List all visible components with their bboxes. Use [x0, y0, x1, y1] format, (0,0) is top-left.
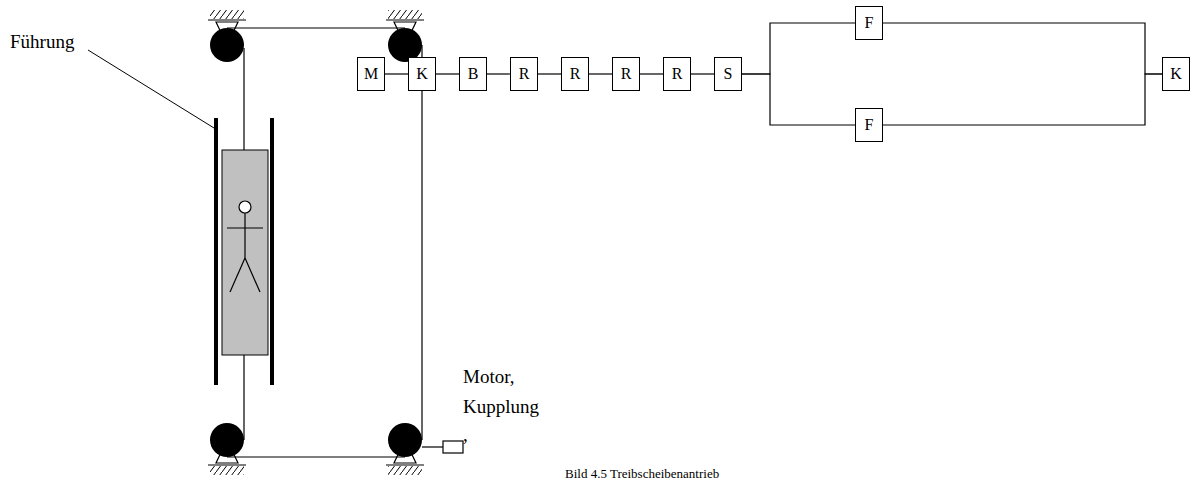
block-letter: K: [416, 66, 428, 82]
connector-line: [883, 74, 1162, 125]
part-label: ,: [463, 420, 483, 450]
connector-line: [538, 74, 561, 75]
connector-line: [589, 74, 612, 75]
block-box: B: [459, 57, 487, 91]
connector-line: [691, 74, 714, 75]
block-box: R: [510, 57, 538, 91]
pulley: [210, 28, 422, 457]
connector-line: [640, 74, 663, 75]
block-box: M: [357, 57, 385, 91]
elevator-car: [222, 150, 268, 355]
block-box: K: [1162, 57, 1190, 91]
block-letter: R: [570, 66, 581, 82]
block-letter: R: [621, 66, 632, 82]
block-letter: K: [1170, 66, 1182, 82]
block-letter: B: [468, 66, 479, 82]
connector-line: [487, 74, 510, 75]
block-letter: M: [364, 66, 378, 82]
connector-line: [742, 23, 855, 74]
connector-line: [385, 74, 408, 75]
motor-box: [443, 441, 463, 453]
person: [227, 201, 263, 292]
block-letter: F: [865, 15, 874, 31]
block-box: R: [663, 57, 691, 91]
block-box: K: [408, 57, 436, 91]
block-letter: S: [724, 66, 733, 82]
block-box: R: [612, 57, 640, 91]
block-box: S: [714, 57, 742, 91]
block-letter: F: [865, 117, 874, 133]
guide-rail: [216, 118, 272, 385]
leader-line: [88, 50, 214, 128]
block-box: F: [855, 108, 883, 142]
block-letter: R: [672, 66, 683, 82]
motor-shaft: [422, 446, 443, 447]
connector-line: [436, 74, 459, 75]
block-letter: R: [519, 66, 530, 82]
part-label: Motor, Kupplung: [463, 362, 563, 422]
block-box: F: [855, 6, 883, 40]
block-box: R: [561, 57, 589, 91]
connector-line: [883, 23, 1162, 74]
connector-line: [742, 74, 855, 125]
figure-caption: Bild 4.5 Treibscheibenantrieb: [565, 466, 719, 482]
part-label: Führung: [10, 27, 130, 57]
